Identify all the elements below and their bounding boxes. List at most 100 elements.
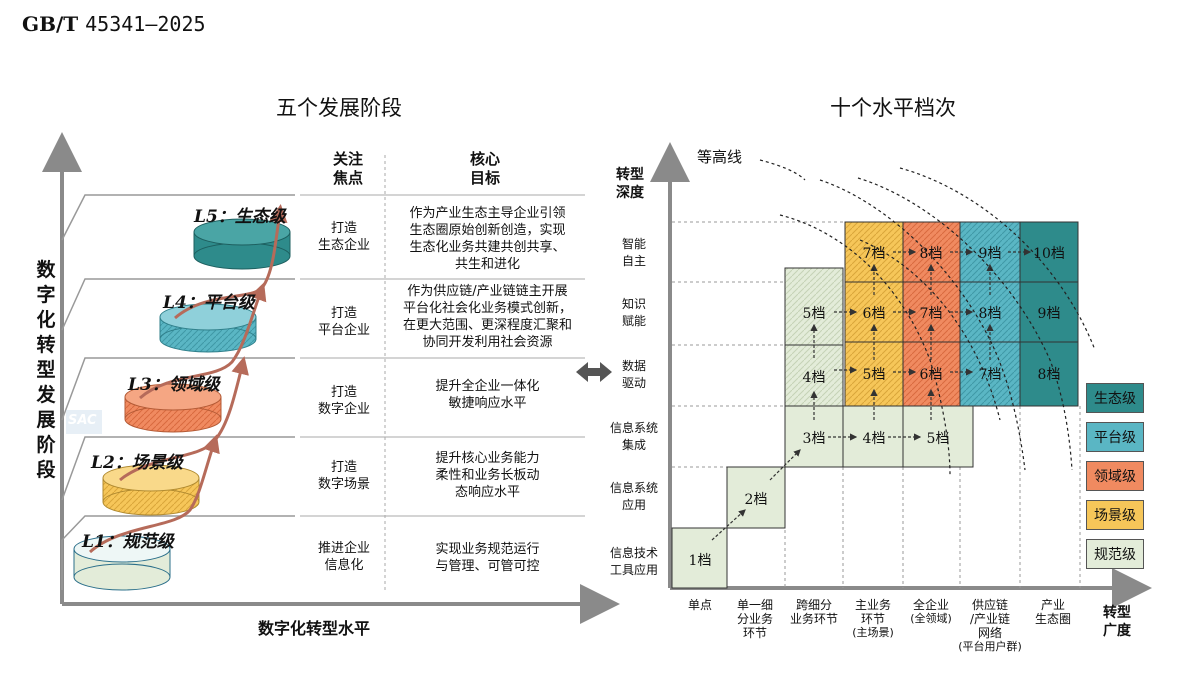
y-char-2: 化 xyxy=(36,309,56,331)
y-char-7: 阶 xyxy=(36,434,56,456)
grade-8-b: 8档 xyxy=(978,306,1002,322)
tier-label-l1: L1：规范级 xyxy=(82,532,174,552)
grade-6-b: 6档 xyxy=(919,367,943,383)
row1-1: 赋能 xyxy=(621,314,646,328)
row1-0: 知识 xyxy=(621,297,646,311)
col1-1: 分业务 xyxy=(736,612,773,626)
col6-0: 产业 xyxy=(1040,598,1065,612)
grade-arrows xyxy=(711,248,1032,541)
row2-0: 数据 xyxy=(621,359,646,373)
col4-0: 全企业 xyxy=(912,598,949,612)
y-char-3: 转 xyxy=(36,334,56,356)
focus-l2-0: 打造 xyxy=(330,460,357,475)
legend-platform: 平台级 xyxy=(1086,422,1144,452)
sac-watermark-text: SAC xyxy=(68,413,97,428)
focus-l2: 打造 数字场景 xyxy=(305,459,383,493)
focus-l5: 打造 生态企业 xyxy=(305,220,383,254)
legend-domain: 领域级 xyxy=(1086,461,1144,491)
legend-ecosystem: 生态级 xyxy=(1086,383,1144,413)
grade-3-a: 3档 xyxy=(802,431,826,447)
row5-1: 工具应用 xyxy=(609,563,658,577)
row4-1: 应用 xyxy=(621,498,646,512)
right-x-axis-label: 转型 广度 xyxy=(1093,604,1141,640)
y-char-1: 字 xyxy=(36,284,56,306)
legend-scenario: 场景级 xyxy=(1086,500,1144,530)
left-y-axis-label: 数 字 化 转 型 发 展 阶 段 xyxy=(33,258,59,483)
col1-2: 环节 xyxy=(742,626,767,640)
col-label-cross-segment: 跨细分业务环节 xyxy=(783,598,845,626)
focus-l5-1: 生态企业 xyxy=(317,238,370,253)
y-char-4: 型 xyxy=(36,359,56,381)
tier-label-l5: L5：生态级 xyxy=(194,207,286,227)
focus-l4-1: 平台企业 xyxy=(317,323,370,338)
col-focus-line-0: 关注 xyxy=(332,150,363,168)
row-label-application: 信息系统应用 xyxy=(597,480,671,514)
table-rows xyxy=(300,155,585,590)
col5-3: (平台用户群) xyxy=(958,640,1022,653)
row-label-knowledge: 知识赋能 xyxy=(597,296,671,330)
goal-l3-1: 敏捷响应水平 xyxy=(448,396,527,411)
col2-1: 业务环节 xyxy=(789,612,838,626)
col-focus-line-1: 焦点 xyxy=(332,169,363,187)
y-char-6: 展 xyxy=(36,409,56,431)
focus-l1-1: 信息化 xyxy=(324,558,364,573)
grade-cells xyxy=(671,221,1079,589)
contour-label: 等高线 xyxy=(697,148,743,166)
right-title: 十个水平档次 xyxy=(830,96,956,120)
goal-l2-1: 柔性和业务长板动 xyxy=(435,468,540,483)
grade-8-c: 8档 xyxy=(1037,367,1061,383)
grade-6-a: 6档 xyxy=(862,306,886,322)
goal-l2: 提升核心业务能力 柔性和业务长板动 态响应水平 xyxy=(390,450,585,501)
goal-l1-0: 实现业务规范运行 xyxy=(435,542,540,557)
goal-l2-2: 态响应水平 xyxy=(454,485,520,500)
tier-label-l4: L4：平台级 xyxy=(163,293,255,313)
legend-standard: 规范级 xyxy=(1086,539,1144,569)
grade-5-b: 5档 xyxy=(802,306,826,322)
grade-1: 1档 xyxy=(688,553,712,569)
disc-l5 xyxy=(193,218,291,270)
goal-l4: 作为供应链/产业链链主开展 平台化社会化业务模式创新， 在更大范围、更深程度汇聚… xyxy=(390,283,585,351)
goal-l1: 实现业务规范运行 与管理、可管可控 xyxy=(390,541,585,575)
grade-8-a: 8档 xyxy=(919,246,943,262)
col-label-ecosystem: 产业生态圈 xyxy=(1025,598,1081,626)
goal-l4-2: 在更大范围、更深程度汇聚和 xyxy=(402,318,572,333)
focus-l1: 推进企业 信息化 xyxy=(305,540,383,574)
goal-l5-1: 生态圈原始创新创造，实现 xyxy=(409,223,566,238)
col3-0: 主业务 xyxy=(854,598,891,612)
left-title: 五个发展阶段 xyxy=(276,96,402,120)
focus-l4-0: 打造 xyxy=(330,306,357,321)
col-header-focus: 关注 焦点 xyxy=(318,150,378,188)
grade-7-a: 7档 xyxy=(862,246,886,262)
col-header-goal: 核心 目标 xyxy=(450,150,520,188)
grade-5-c: 5档 xyxy=(862,367,886,383)
y-char-8: 段 xyxy=(36,459,56,481)
disc-l3 xyxy=(124,383,222,433)
right-x-label-0: 转型 xyxy=(1103,605,1131,621)
col1-0: 单一细 xyxy=(736,598,773,612)
double-arrow-icon xyxy=(576,362,612,382)
col-label-main-segment: 主业务环节(主场景) xyxy=(845,598,901,640)
standard-number: 45341—2025 xyxy=(85,12,206,36)
col3-2: (主场景) xyxy=(852,626,894,639)
focus-l1-0: 推进企业 xyxy=(317,541,370,556)
left-level-lines xyxy=(61,194,295,590)
col5-0: 供应链 xyxy=(971,598,1008,612)
goal-l1-1: 与管理、可管可控 xyxy=(435,559,540,574)
goal-l3-0: 提升全企业一体化 xyxy=(435,379,540,394)
col2-0: 跨细分 xyxy=(795,598,832,612)
row0-0: 智能 xyxy=(621,237,646,251)
col-label-supply-chain: 供应链/产业链网络(平台用户群) xyxy=(950,598,1030,654)
right-y-label-0: 转型 xyxy=(616,167,644,183)
right-gridlines xyxy=(672,221,1081,588)
row-label-data: 数据驱动 xyxy=(597,358,671,392)
y-char-5: 发 xyxy=(36,384,56,406)
row2-1: 驱动 xyxy=(621,376,646,390)
grade-9-b: 9档 xyxy=(1037,306,1061,322)
y-char-0: 数 xyxy=(36,259,56,281)
row4-0: 信息系统 xyxy=(609,481,658,495)
grade-2: 2档 xyxy=(744,492,768,508)
row-label-intelligent: 智能自主 xyxy=(597,236,671,270)
col5-1: /产业链 xyxy=(969,612,1011,626)
row-label-integration: 信息系统集成 xyxy=(597,420,671,454)
